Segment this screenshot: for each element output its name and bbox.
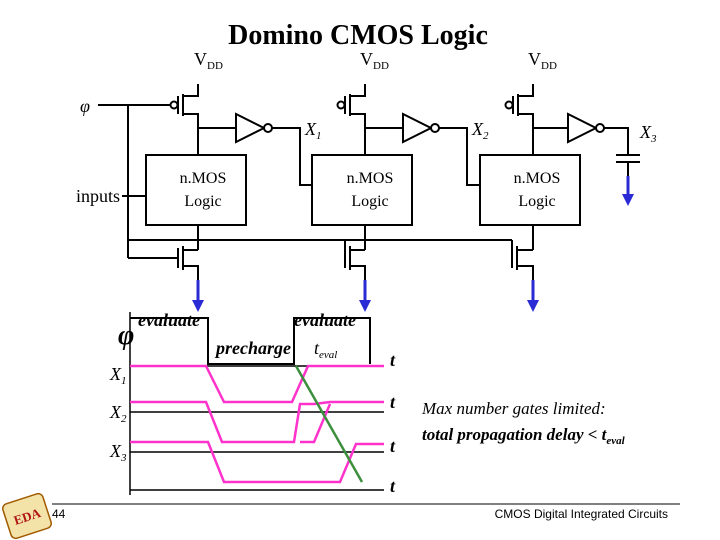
svg-text:n.MOS: n.MOS [180, 170, 227, 187]
svg-text:VDD: VDD [360, 49, 389, 72]
node-label-x1: X1 [304, 119, 322, 142]
x2-waveform-late [300, 403, 332, 444]
node-label-x3: X3 [639, 122, 657, 145]
output-wiring [272, 127, 640, 186]
timing-label-x2: X2 [109, 402, 127, 425]
page-number: 44 [52, 507, 66, 521]
x2-waveform [130, 400, 384, 444]
timing-phi-label: φ [118, 320, 134, 351]
label-evaluate-2: evaluate [294, 310, 356, 330]
inverter-2 [402, 112, 440, 144]
nmos-footer-3 [511, 246, 534, 282]
note-line-2: total propagation delay < teval [422, 425, 626, 447]
svg-text:n.MOS: n.MOS [347, 170, 394, 187]
nmos-footer-2 [344, 246, 366, 282]
svg-text:Logic: Logic [518, 193, 555, 210]
inverter-1 [235, 112, 273, 144]
node-label-x2: X2 [471, 119, 489, 142]
nmos-logic-block-3: n.MOS Logic [479, 154, 581, 226]
nmos-footer-1 [177, 246, 199, 282]
eda-logo: EDA [2, 492, 52, 540]
inverter-3 [567, 112, 605, 144]
note-line-1: Max number gates limited: [421, 399, 606, 418]
t-label-4: t [390, 476, 396, 496]
x1-waveform [130, 364, 384, 404]
phi-clock-label: φ [80, 96, 90, 116]
vdd-label-3: VDD [528, 49, 557, 72]
label-evaluate-1: evaluate [138, 310, 200, 330]
svg-text:Logic: Logic [351, 193, 388, 210]
pmos-precharge-1 [128, 84, 199, 128]
svg-text:VDD: VDD [194, 49, 223, 72]
pmos-precharge-2 [336, 84, 366, 128]
footer-course-title: CMOS Digital Integrated Circuits [495, 507, 668, 521]
inputs-label: inputs [76, 186, 120, 206]
pmos-precharge-3 [504, 84, 534, 128]
timing-label-x1: X1 [109, 364, 127, 387]
slide-title: Domino CMOS Logic [228, 20, 488, 51]
vdd-label-1: VDD [194, 49, 223, 72]
t-label-3: t [390, 436, 396, 456]
t-label-2: t [390, 392, 396, 412]
phi-waveform [130, 317, 371, 365]
svg-text:teval: teval [314, 338, 337, 361]
svg-text:Logic: Logic [184, 193, 221, 210]
nmos-logic-block-2: n.MOS Logic [311, 154, 413, 226]
x3-waveform [130, 440, 384, 484]
timing-label-x3: X3 [109, 441, 127, 464]
label-t-eval: teval [314, 338, 337, 361]
svg-text:n.MOS: n.MOS [514, 170, 561, 187]
nmos-logic-block-1: n.MOS Logic [145, 154, 247, 226]
evaluate-wiring [128, 225, 534, 259]
label-precharge: precharge [214, 338, 291, 358]
t-label-1: t [390, 350, 396, 370]
vdd-label-2: VDD [360, 49, 389, 72]
dynamic-node-wiring [197, 114, 568, 155]
svg-text:VDD: VDD [528, 49, 557, 72]
propagation-delay-line [294, 365, 364, 483]
